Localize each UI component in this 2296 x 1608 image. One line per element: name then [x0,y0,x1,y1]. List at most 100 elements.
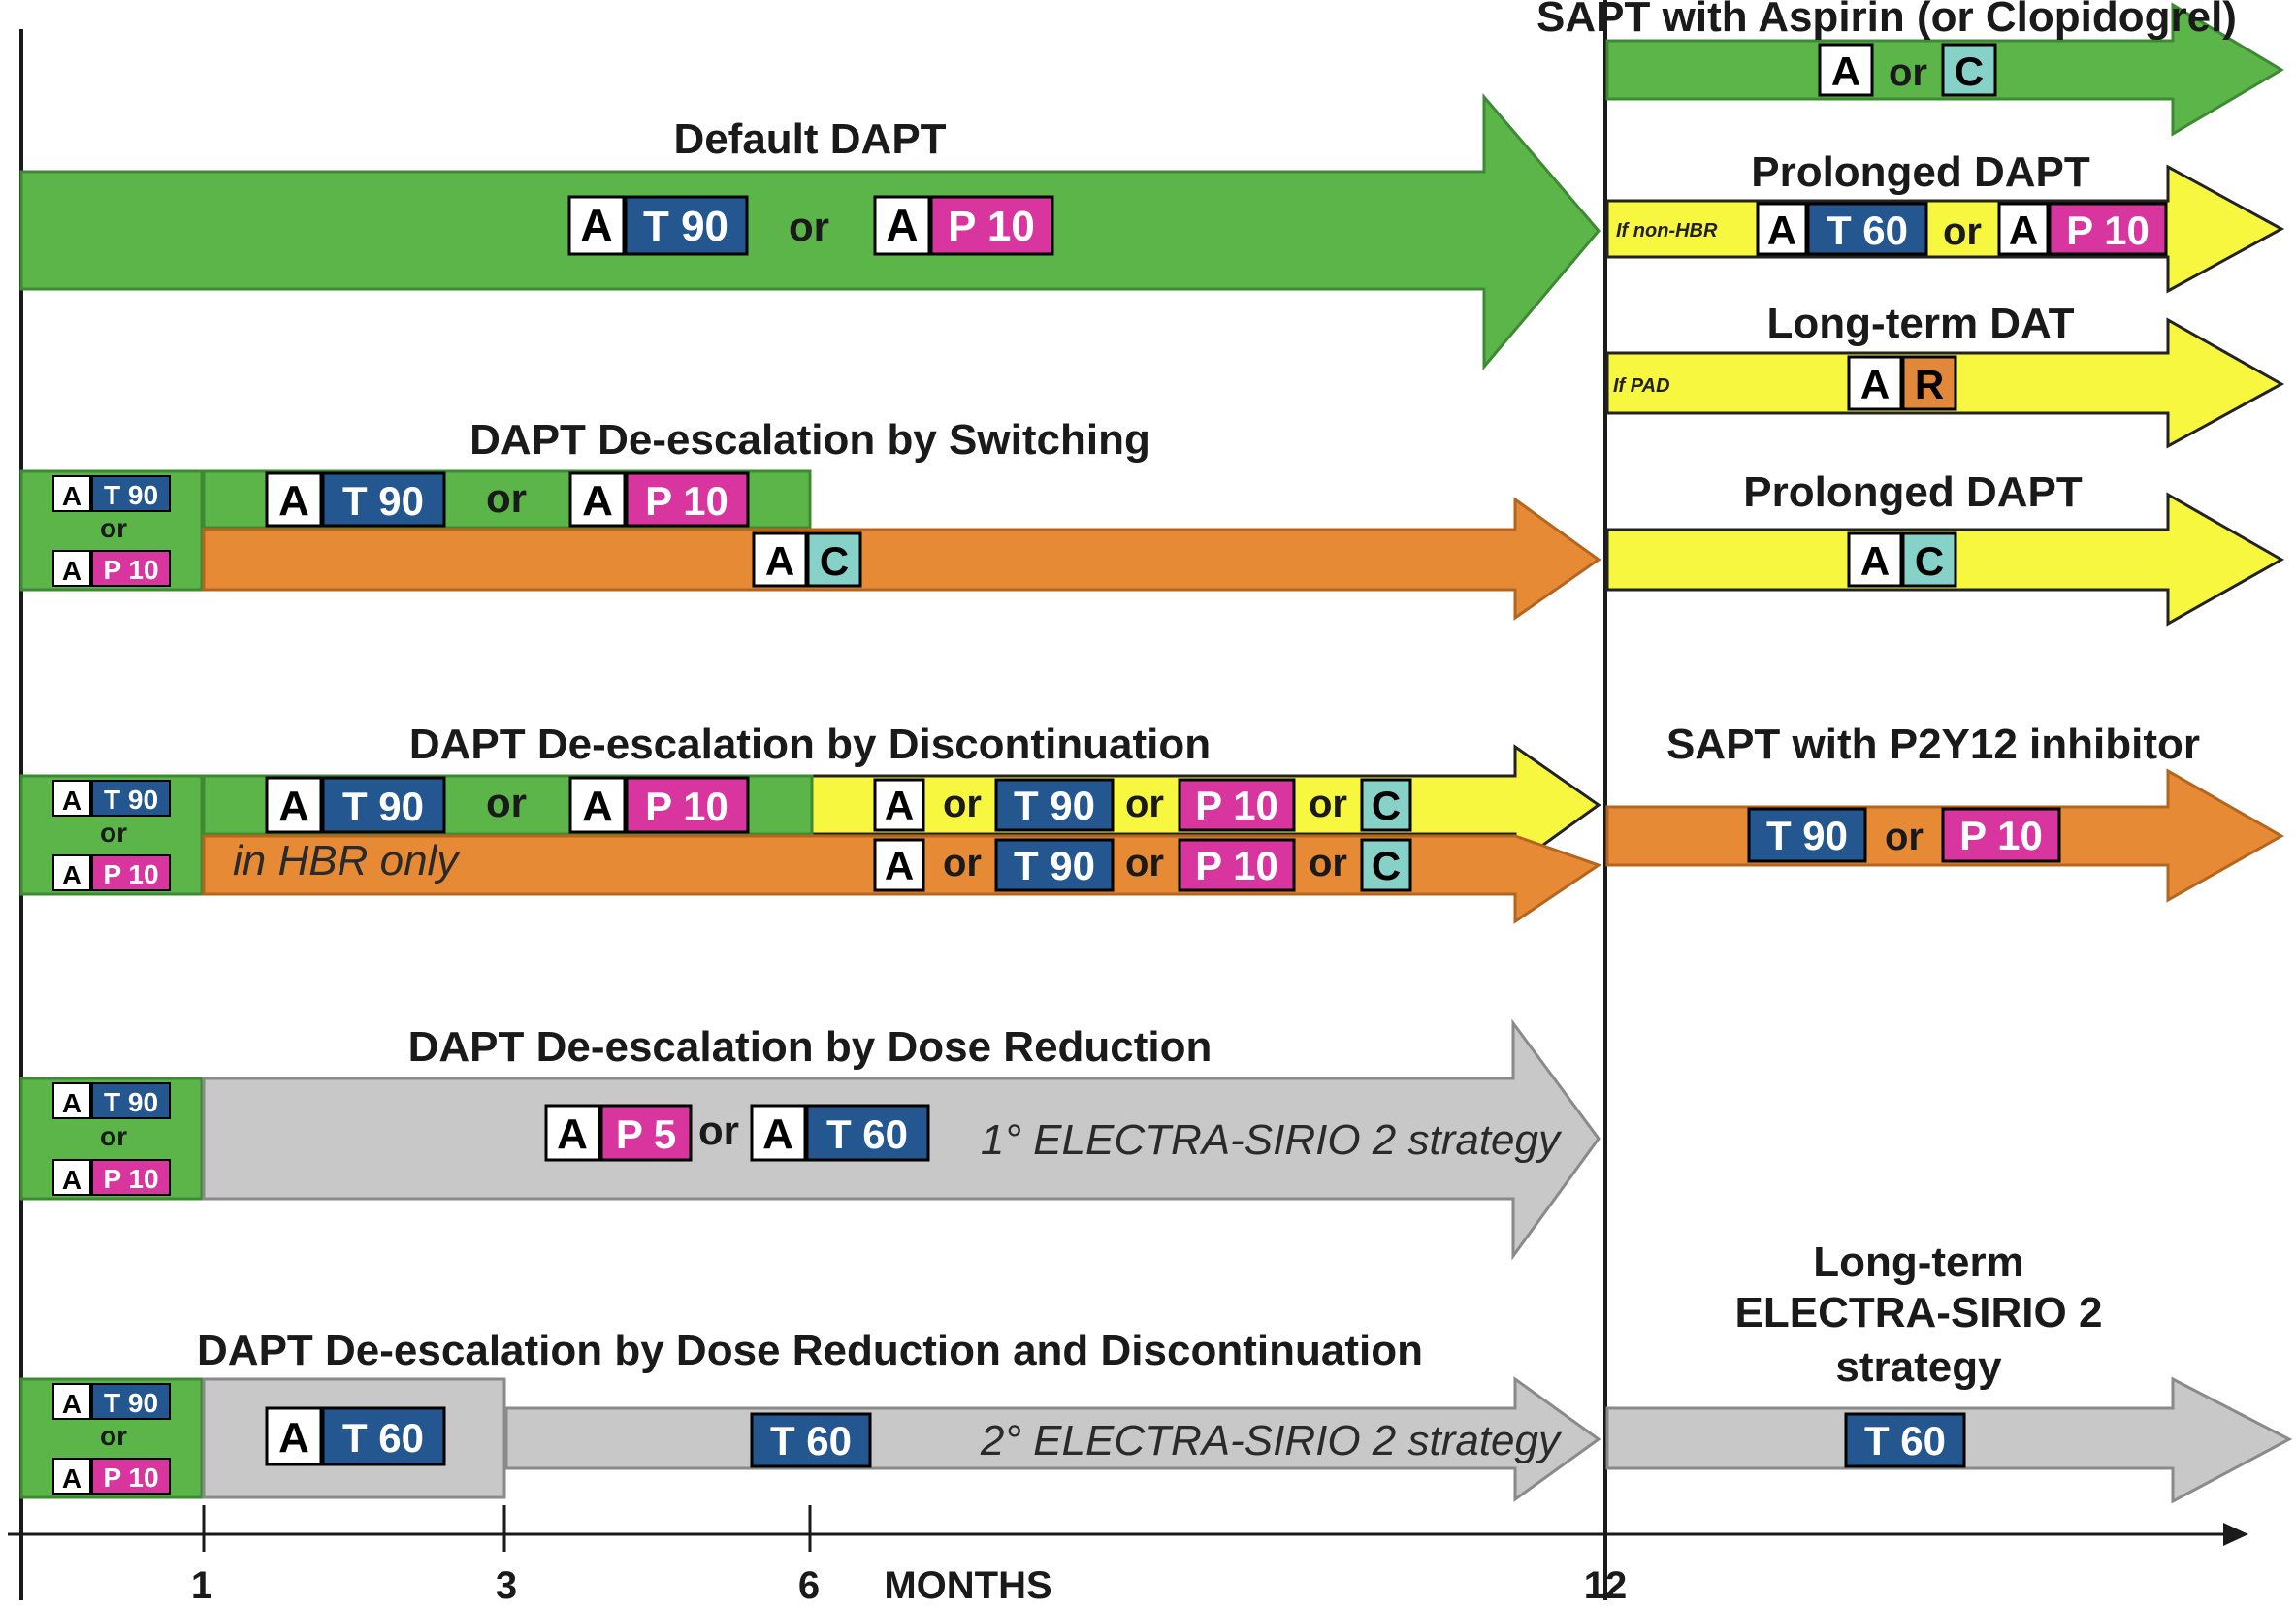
dose-reduction-disc-first-month-regimens: A T 90 or A P 10 [52,1383,171,1495]
or-label: or [698,1108,739,1153]
aspirin-badge: A [1860,538,1890,584]
aspirin-badge: A [1767,208,1796,253]
long-term-electra-regimens: T 60 [1844,1412,1966,1468]
discontinuation-yellow-regimens: A or T 90 or P 10 or C [873,778,1412,832]
sapt-p2y12-title: SAPT with P2Y12 inhibitor [1666,721,2200,768]
sapt-p2y12-regimens: T 90 or P 10 [1747,807,2061,863]
ticagrelor-90-badge: T 90 [342,478,424,524]
prasugrel-10-badge: P 10 [103,1164,158,1194]
or-label: or [943,842,982,884]
ticagrelor-90-badge: T 90 [1014,783,1095,828]
or-label: or [1943,210,1982,253]
prasugrel-5-badge: P 5 [616,1111,676,1157]
or-label: or [1125,842,1164,884]
aspirin-badge: A [1860,362,1890,407]
dose-reduction-first-month-regimens: A T 90 or A P 10 [52,1082,171,1196]
prasugrel-10-badge: P 10 [1195,843,1278,888]
or-label: or [100,1421,127,1451]
aspirin-badge: A [62,786,81,816]
discontinuation-first-month-regimens: A T 90 or A P 10 [52,780,171,891]
clopidogrel-badge: C [820,538,849,584]
aspirin-badge: A [762,1110,793,1158]
axis-label-months: MONTHS [884,1564,1051,1607]
ticagrelor-60-badge: T 60 [1827,208,1908,253]
switching-orange-regimens: A C [752,531,862,588]
prolonged-dapt-title-2: Prolonged DAPT [1743,468,2083,516]
clopidogrel-badge: C [1372,783,1401,828]
aspirin-badge: A [62,481,81,511]
aspirin-badge: A [1831,48,1860,94]
long-term-electra-title-1: Long-term [1813,1238,2024,1286]
electra-1-note: 1° ELECTRA-SIRIO 2 strategy [981,1116,1563,1164]
aspirin-badge: A [278,783,309,830]
long-term-electra-title-3: strategy [1835,1343,2002,1391]
or-label: or [1309,783,1347,825]
aspirin-badge: A [62,1165,81,1195]
discontinuation-title: DAPT De-escalation by Discontinuation [409,721,1211,768]
aspirin-badge: A [580,200,612,250]
switching-green-regimens: A T 90 or A P 10 [265,471,750,528]
aspirin-badge: A [62,1088,81,1118]
ticagrelor-90-badge: T 90 [342,784,424,829]
dose-reduction-disc-title: DAPT De-escalation by Dose Reduction and… [197,1327,1423,1374]
ticagrelor-60-badge: T 60 [770,1418,852,1463]
or-label: or [789,204,829,249]
aspirin-badge: A [62,1463,81,1494]
or-label: or [1885,816,1924,858]
switching-orange-arrow [202,497,1601,621]
or-label: or [1889,51,1927,94]
prolonged-dapt-regimens-2: A C [1847,531,1957,588]
aspirin-badge: A [2009,208,2038,253]
time-axis: 1 3 6 MONTHS 12 [8,1505,2248,1607]
ticagrelor-90-badge: T 90 [104,1087,158,1117]
default-dapt-arrow [19,92,1601,371]
prasugrel-10-badge: P 10 [103,859,158,889]
long-term-dat-regimens: A R [1847,355,1957,411]
or-label: or [100,1121,127,1151]
switching-first-month-regimens: A T 90 or A P 10 [52,475,171,587]
prolonged-dapt-title-1: Prolonged DAPT [1751,148,2090,196]
aspirin-badge: A [885,783,914,828]
prasugrel-10-badge: P 10 [948,203,1035,250]
dose-reduction-disc-regimens-1: A T 60 [265,1406,446,1466]
dose-reduction-title: DAPT De-escalation by Dose Reduction [408,1023,1213,1071]
aspirin-badge: A [582,783,613,830]
long-term-electra-title-2: ELECTRA-SIRIO 2 [1735,1289,2103,1336]
prasugrel-10-badge: P 10 [1195,783,1278,828]
prolonged-dapt-arrow-1 [1605,164,2285,294]
axis-label-12: 12 [1584,1564,1628,1607]
ticagrelor-90-badge: T 90 [1766,813,1848,858]
clopidogrel-badge: C [1955,48,1984,94]
electra-2-note: 2° ELECTRA-SIRIO 2 strategy [980,1417,1563,1464]
prasugrel-10-badge: P 10 [1959,813,2043,858]
prolonged-dapt-regimens-1: A T 60 or A P 10 [1756,202,2168,256]
or-label: or [1125,783,1164,825]
ticagrelor-90-badge: T 90 [1014,843,1095,888]
aspirin-badge: A [278,1414,309,1462]
ticagrelor-90-badge: T 90 [104,1388,158,1418]
long-term-dat-title: Long-term DAT [1767,300,2075,347]
sapt-aspirin-regimens: A or C [1818,43,1997,97]
axis-label-1: 1 [191,1564,212,1607]
ticagrelor-90-badge: T 90 [104,785,158,815]
sapt-aspirin-title: SAPT with Aspirin (or Clopidogrel) [1536,0,2237,41]
prasugrel-10-badge: P 10 [645,478,728,524]
clopidogrel-badge: C [1915,538,1944,584]
discontinuation-orange-regimens: A or T 90 or P 10 or C [873,838,1412,892]
or-label: or [1309,842,1347,884]
prasugrel-10-badge: P 10 [103,1463,158,1493]
aspirin-badge: A [885,843,914,888]
rivaroxaban-badge: R [1915,362,1944,407]
ticagrelor-90-badge: T 90 [643,203,728,250]
dose-reduction-regimens: A P 5 or A T 60 [544,1104,930,1162]
or-label: or [486,475,527,521]
aspirin-badge: A [582,477,613,525]
or-label: or [100,818,127,848]
discontinuation-green-regimens: A T 90 or A P 10 [265,776,750,834]
dose-reduction-disc-gray-arrow [504,1376,1601,1502]
axis-arrowhead [2223,1523,2248,1546]
axis-label-3: 3 [496,1564,517,1607]
if-pad-note: If PAD [1613,375,1670,397]
